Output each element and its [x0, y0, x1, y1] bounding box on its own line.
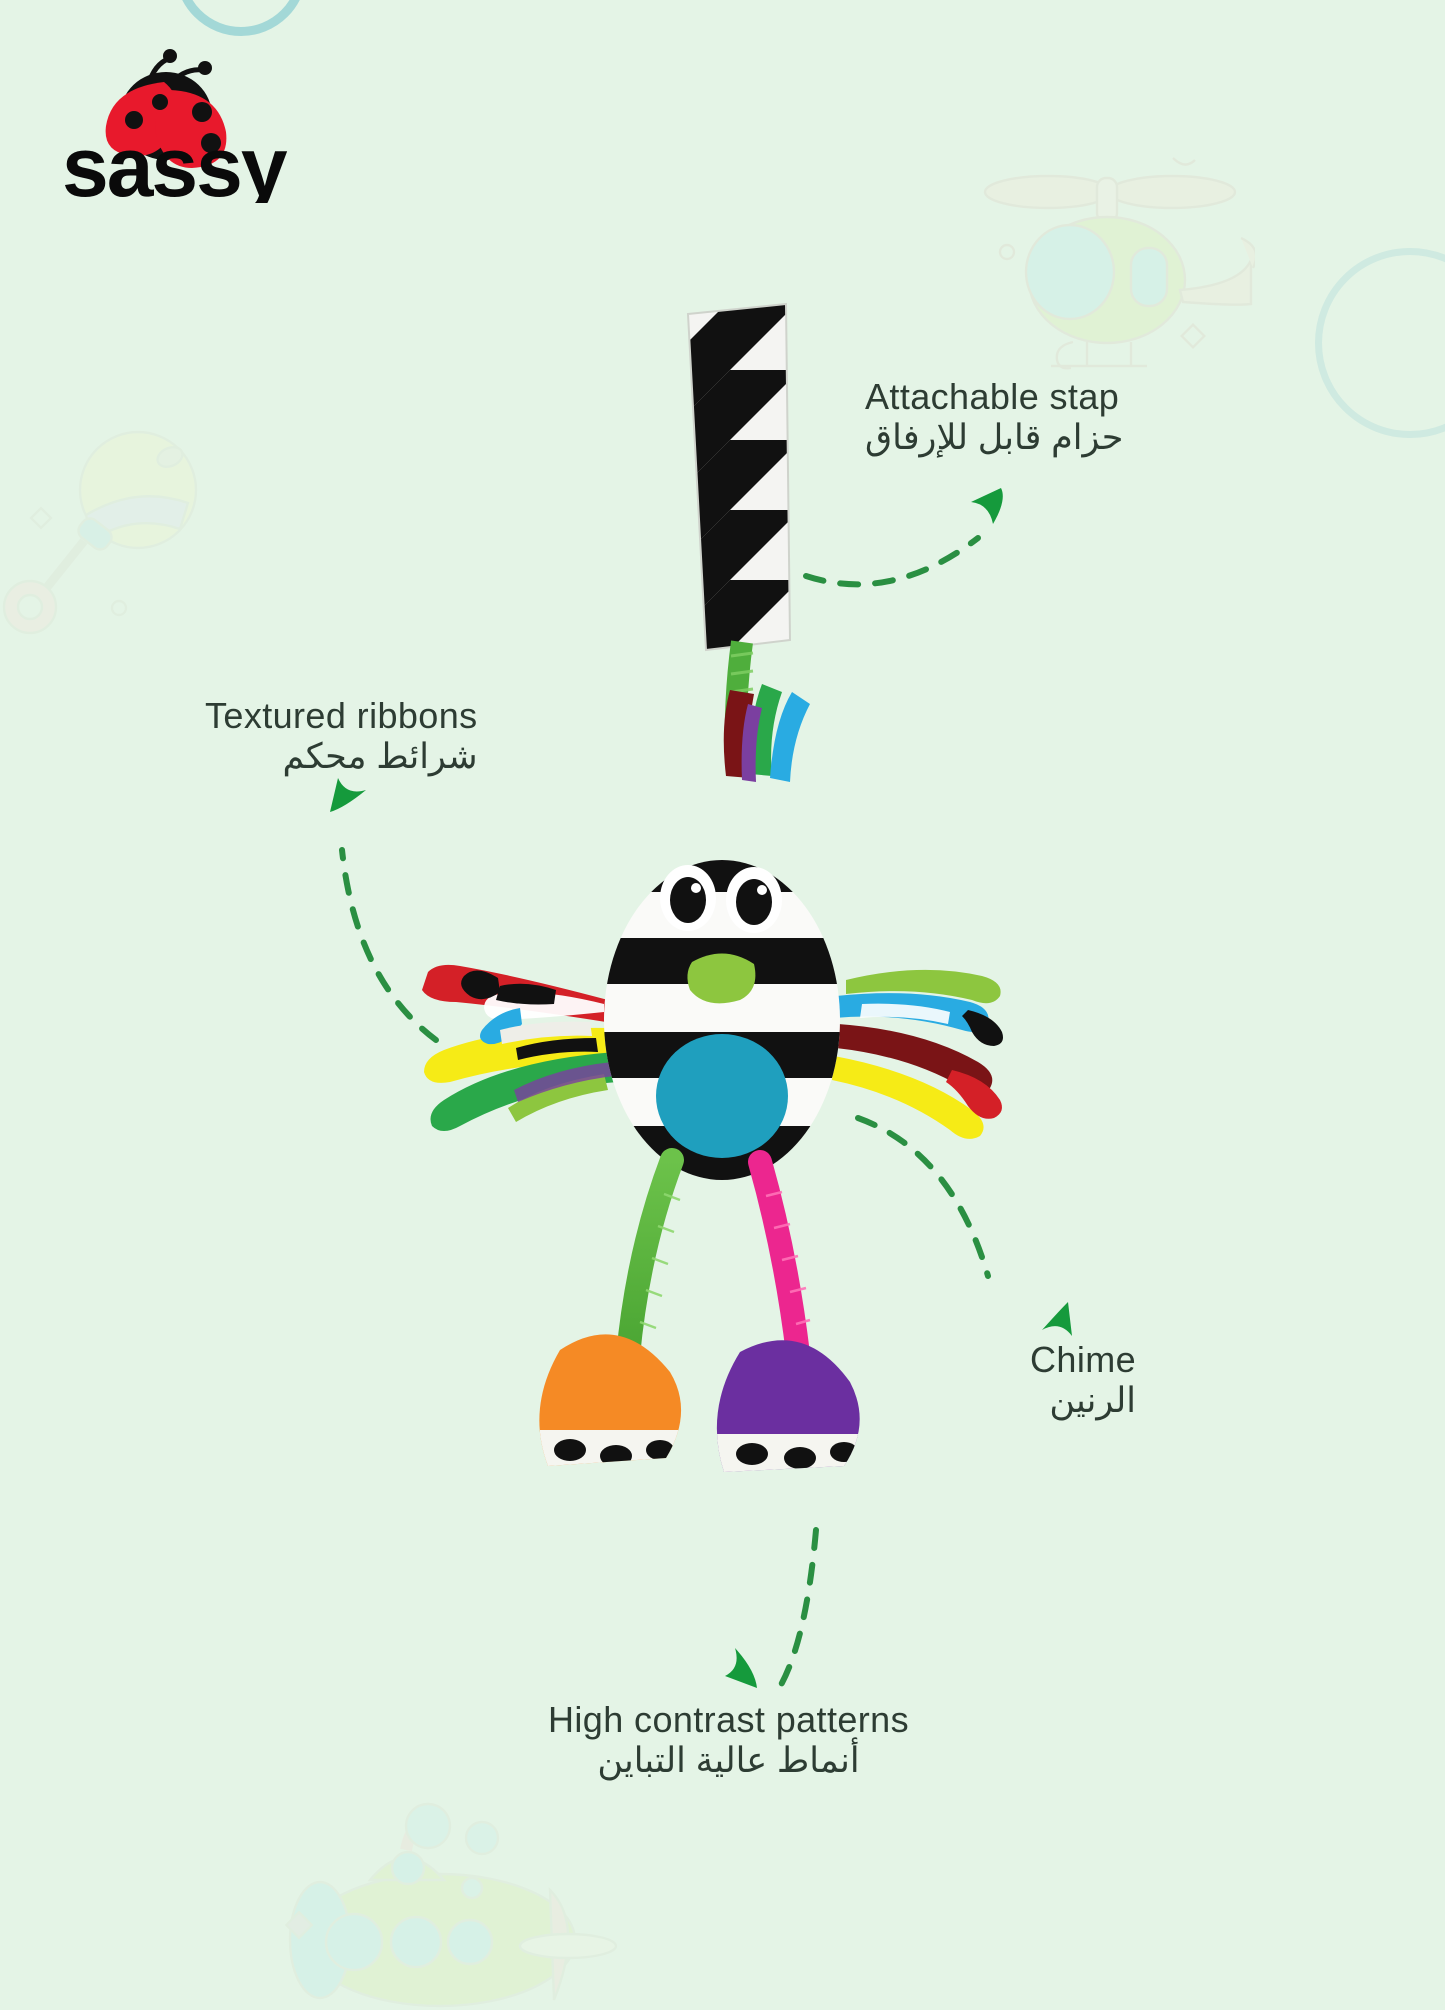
textured-ribbons-left: [422, 964, 618, 1131]
toy-legs: [616, 1148, 811, 1368]
ladybug-icon: [105, 49, 227, 168]
arrow-path-high-contrast: [775, 1527, 819, 1693]
toy-eyes: [660, 865, 782, 933]
callout-high-contrast-patterns: High contrast patterns أنماط عالية التبا…: [548, 1699, 909, 1782]
toy-beak: [687, 953, 756, 1004]
attachable-strap: [686, 302, 792, 652]
callout-attachable-strap-ar: حزام قابل للإرفاق: [865, 418, 1124, 458]
head-ribbons: [723, 684, 810, 782]
arrow-head-chime: [1042, 1302, 1072, 1336]
textured-ribbons-right: [832, 969, 1003, 1139]
callout-attachable-strap: Attachable stap حزام قابل للإرفاق: [865, 376, 1124, 459]
arrow-path-textured-ribbons: [339, 847, 439, 1043]
callout-textured-ribbons-en: Textured ribbons: [205, 695, 478, 736]
sassy-logo: sassy: [60, 38, 310, 203]
rattle-watermark: [0, 395, 228, 635]
callout-chime-en: Chime: [1030, 1339, 1137, 1380]
arrow-head-attachable-strap: [971, 488, 1003, 524]
callout-chime-ar: الرنين: [1049, 1381, 1137, 1421]
callout-high-contrast-patterns-ar: أنماط عالية التباين: [597, 1741, 860, 1781]
helicopter-watermark: [955, 120, 1255, 370]
arrow-path-attachable-strap: [803, 535, 981, 588]
callout-high-contrast-patterns-en: High contrast patterns: [548, 1699, 909, 1740]
callout-chime: Chime الرنين: [1030, 1339, 1137, 1422]
arrow-head-textured-ribbons: [330, 778, 366, 812]
callout-attachable-strap-en: Attachable stap: [865, 376, 1120, 417]
arrow-head-high-contrast: [725, 1648, 757, 1688]
arrow-path-chime: [855, 1115, 991, 1279]
logo-wordmark: sassy: [62, 120, 288, 203]
callout-textured-ribbons: Textured ribbons شرائط محكم: [205, 695, 478, 778]
callout-textured-ribbons-ar: شرائط محكم: [282, 737, 478, 777]
toy-foot-right: [716, 1340, 860, 1472]
